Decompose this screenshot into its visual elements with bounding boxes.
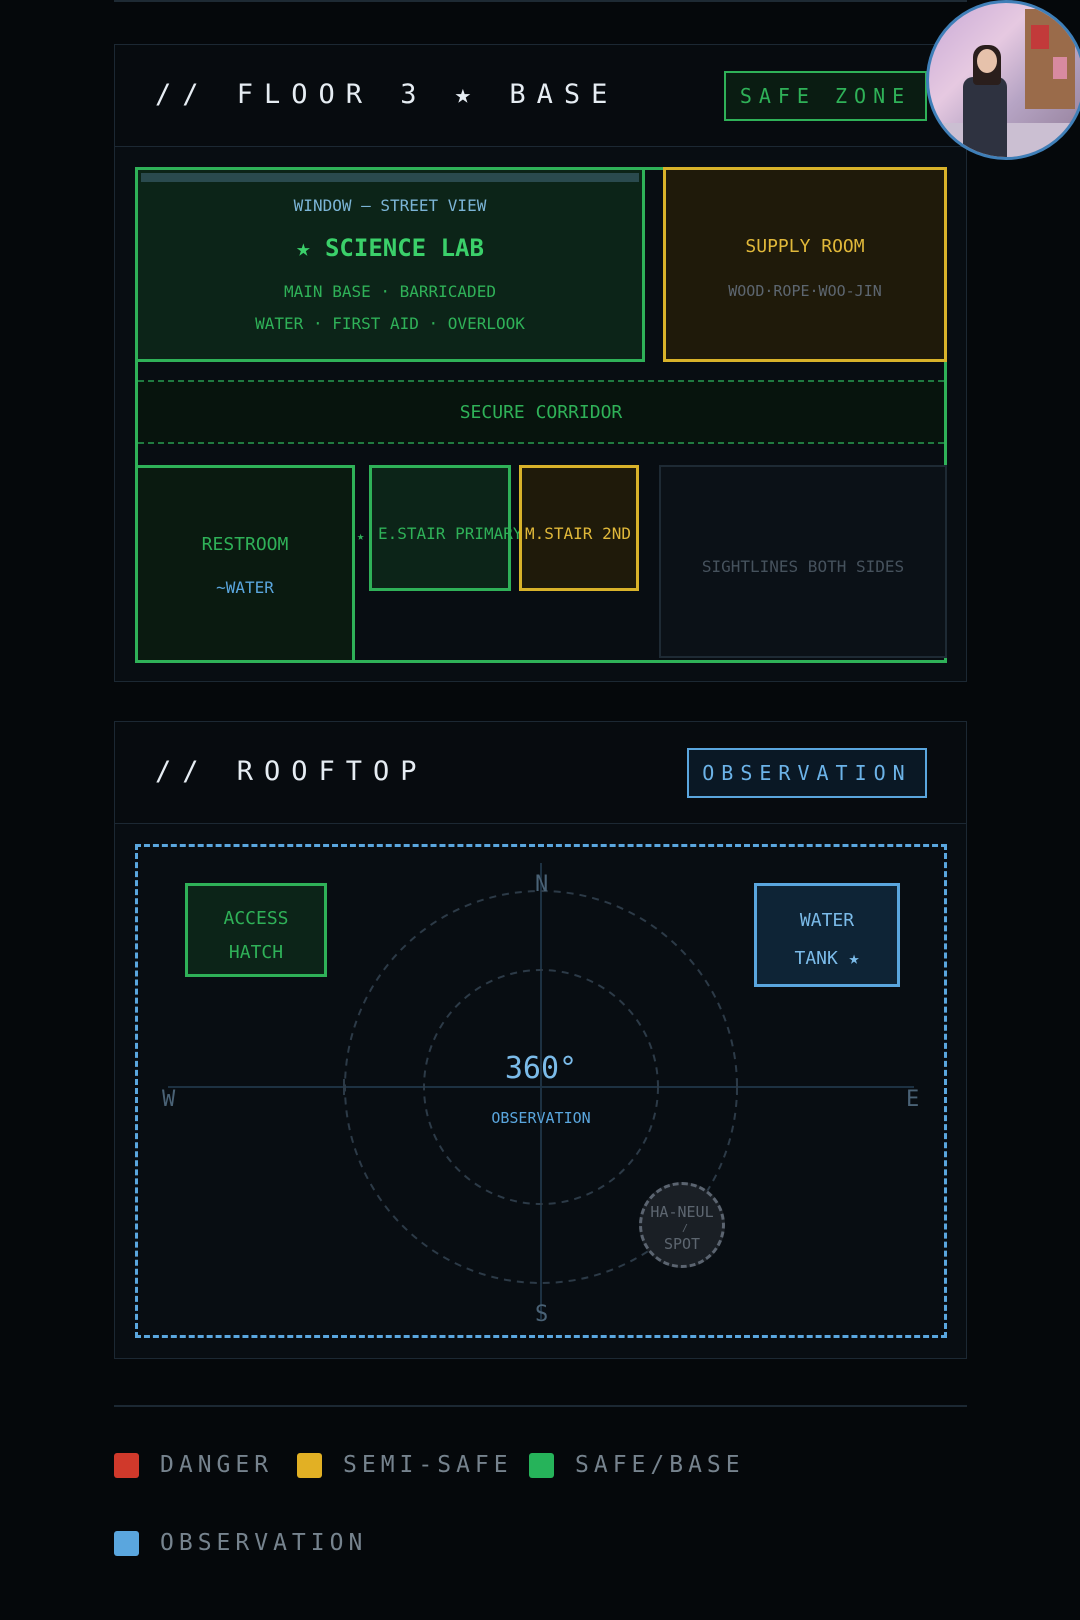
safe-base-swatch — [529, 1452, 554, 1478]
avatar-figure-head — [977, 49, 997, 73]
legend-semi-safe: SEMI-SAFE — [297, 1452, 513, 1478]
main-stair-label: M.STAIR 2ND — [525, 524, 631, 543]
rooftop-header: // ROOFTOP OBSERVATION — [115, 722, 966, 824]
avatar-shelf-item — [1031, 25, 1049, 49]
spot-line2: SPOT — [663, 1235, 701, 1253]
legend-danger-label: DANGER — [160, 1452, 274, 1478]
legend-observation: OBSERVATION — [114, 1530, 367, 1556]
star-icon: ★ — [357, 529, 365, 543]
water-tank-line2: TANK ★ — [794, 948, 860, 969]
ha-neul-spot[interactable]: HA-NEUL / SPOT — [639, 1182, 725, 1268]
main-stair[interactable]: M.STAIR 2ND — [519, 465, 639, 591]
access-hatch-line2: HATCH — [228, 942, 284, 963]
observation-degrees: 360° — [504, 1051, 578, 1086]
rooftop-title: // ROOFTOP — [155, 756, 428, 787]
compass-west: W — [162, 1087, 176, 1112]
sightlines-label: SIGHTLINES BOTH SIDES — [701, 557, 905, 576]
supply-room[interactable]: SUPPLY ROOM WOOD·ROPE·WOO-JIN — [663, 167, 947, 362]
spot-slash: / — [682, 1223, 689, 1234]
legend-observation-label: OBSERVATION — [160, 1530, 368, 1556]
corridor-label: SECURE CORRIDOR — [459, 402, 623, 423]
compass-north: N — [535, 872, 549, 897]
legend-safe-base-label: SAFE/BASE — [575, 1452, 745, 1478]
compass-south: S — [535, 1302, 549, 1327]
rooftop-area: N S W E 360° OBSERVATION ACCESS HATCH WA… — [135, 844, 947, 1338]
floor3-map: WINDOW — STREET VIEW ★ SCIENCE LAB MAIN … — [135, 167, 947, 663]
legend-semi-safe-label: SEMI-SAFE — [343, 1452, 513, 1478]
secure-corridor[interactable]: SECURE CORRIDOR — [138, 380, 944, 444]
floor3-title: // FLOOR 3 ★ BASE — [155, 79, 619, 110]
observation-swatch — [114, 1530, 139, 1556]
supply-room-contents: WOOD·ROPE·WOO-JIN — [728, 282, 882, 300]
rooftop-panel: // ROOFTOP OBSERVATION N S W E 360° OBSE… — [114, 721, 967, 1359]
avatar[interactable] — [926, 0, 1080, 160]
avatar-shelf-item-2 — [1053, 57, 1067, 79]
lab-detail-2: WATER · FIRST AID · OVERLOOK — [255, 314, 525, 333]
science-lab-room[interactable]: WINDOW — STREET VIEW ★ SCIENCE LAB MAIN … — [135, 167, 645, 362]
restroom-title: RESTROOM — [201, 534, 289, 555]
danger-swatch — [114, 1452, 139, 1478]
lab-title: ★ SCIENCE LAB — [296, 234, 484, 262]
access-hatch-line1: ACCESS — [223, 908, 289, 929]
semi-safe-swatch — [297, 1452, 322, 1478]
observation-center-label: OBSERVATION — [491, 1109, 591, 1127]
lab-window-label: WINDOW — STREET VIEW — [293, 196, 487, 215]
safe-zone-badge: SAFE ZONE — [724, 71, 927, 121]
restroom-sub: ~WATER — [216, 578, 274, 597]
avatar-figure-body — [963, 77, 1007, 157]
compass-east: E — [906, 1087, 920, 1112]
avatar-shelf — [1025, 9, 1075, 109]
floor3-header: // FLOOR 3 ★ BASE SAFE ZONE — [115, 45, 966, 147]
supply-room-title: SUPPLY ROOM — [745, 236, 865, 257]
top-divider — [114, 0, 967, 2]
legend-danger: DANGER — [114, 1452, 273, 1478]
legend-safe-base: SAFE/BASE — [529, 1452, 745, 1478]
water-tank[interactable]: WATER TANK ★ — [754, 883, 900, 987]
access-hatch[interactable]: ACCESS HATCH — [185, 883, 327, 977]
restroom[interactable]: RESTROOM ~WATER — [135, 465, 355, 663]
observation-badge: OBSERVATION — [687, 748, 927, 798]
floor3-panel: // FLOOR 3 ★ BASE SAFE ZONE WINDOW — STR… — [114, 44, 967, 682]
east-stair[interactable]: E.STAIR PRIMARY — [369, 465, 523, 591]
water-tank-line1: WATER — [799, 910, 855, 931]
lab-detail-1: MAIN BASE · BARRICADED — [284, 282, 496, 301]
window-strip — [141, 173, 639, 182]
spot-line1: HA-NEUL — [650, 1203, 714, 1221]
sightlines-area[interactable]: SIGHTLINES BOTH SIDES — [659, 465, 947, 658]
legend-divider — [114, 1405, 967, 1407]
east-stair-label: E.STAIR PRIMARY — [378, 524, 523, 543]
compass-rings — [168, 863, 914, 1319]
